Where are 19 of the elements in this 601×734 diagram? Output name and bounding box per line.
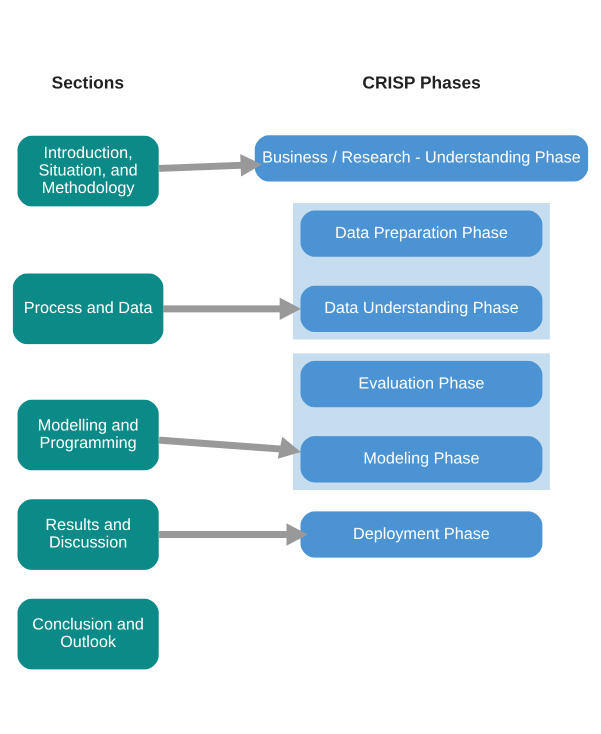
node-box: Deployment Phase — [300, 511, 542, 558]
node-box: Modelling and Programming — [18, 400, 159, 470]
node-box: Evaluation Phase — [300, 360, 542, 408]
arrow — [159, 523, 308, 546]
cluster — [292, 202, 550, 340]
arrow — [164, 298, 302, 320]
node-box: Introduction, Situation, and Methodology — [18, 136, 159, 206]
node-box: Conclusion and Outlook — [18, 598, 159, 670]
label: Sections — [52, 72, 124, 92]
node-box: Process and Data — [12, 274, 164, 344]
node-box: Modeling Phase — [300, 436, 542, 482]
arrow — [158, 154, 262, 176]
node-box: Data Preparation Phase — [300, 210, 542, 257]
node-box: Data Understanding Phase — [300, 286, 542, 332]
cluster — [292, 353, 550, 490]
node-box: Business / Research - Understanding Phase — [254, 135, 588, 182]
label: CRISP Phases — [362, 72, 481, 92]
arrow — [158, 436, 301, 459]
node-box: Results and Discussion — [18, 499, 159, 570]
